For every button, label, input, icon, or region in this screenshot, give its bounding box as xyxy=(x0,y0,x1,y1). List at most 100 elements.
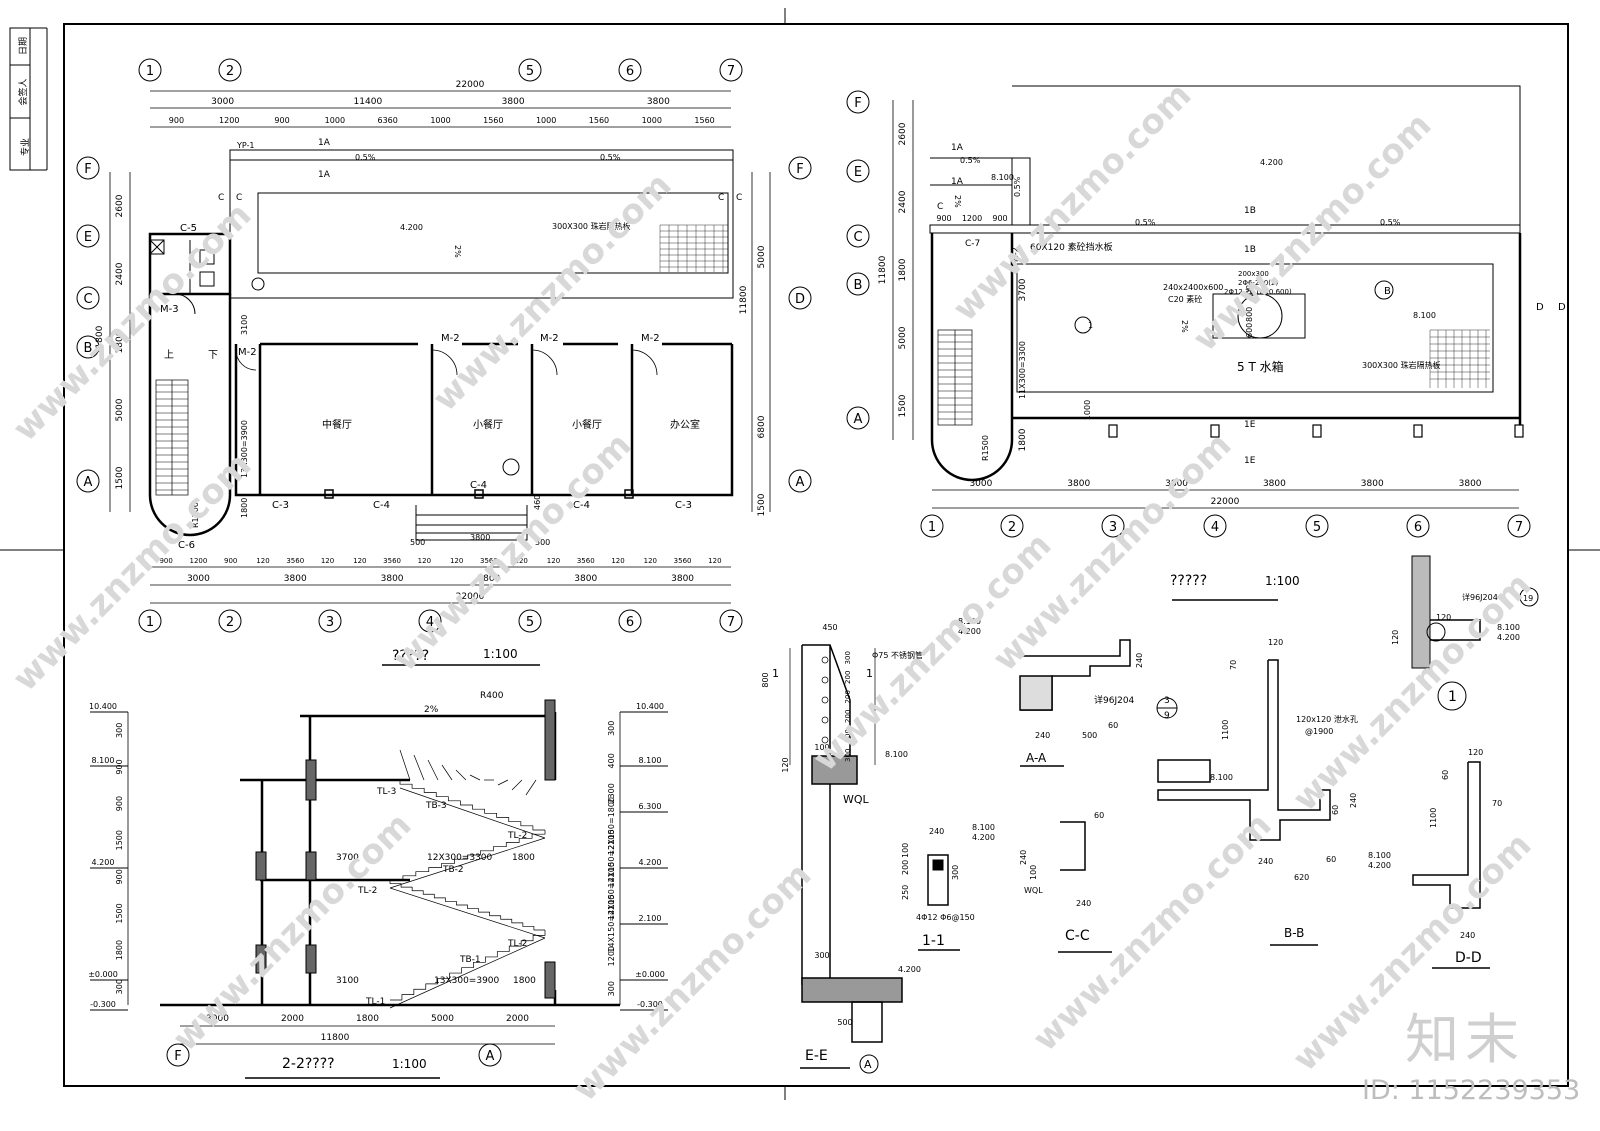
plan-note: C20 素砼 xyxy=(1168,294,1202,304)
detail-note: A xyxy=(864,1058,872,1071)
dim-text: 400 xyxy=(607,753,616,768)
dim-text: 1500 xyxy=(898,394,908,417)
stair-hatch xyxy=(413,754,425,781)
grid-axis-bubble xyxy=(166,1043,190,1067)
slope-note: 0.5% xyxy=(600,153,621,162)
detail-note: 3 xyxy=(1164,696,1170,706)
detail-note: 4.200 xyxy=(972,833,995,842)
detail-note: 8.100 xyxy=(972,823,995,832)
dim-text: 120 xyxy=(611,557,624,565)
dim-text: 120 xyxy=(644,557,657,565)
dim-text: 1200 xyxy=(219,116,239,125)
section-mark: 1A xyxy=(318,170,331,180)
image-id: ID: 1152239353 xyxy=(1362,1075,1581,1106)
dim-text: 3800 xyxy=(381,574,404,584)
section-label: TL-1 xyxy=(365,997,385,1007)
dim-text: 900 xyxy=(159,557,172,565)
dim-text: 120 xyxy=(708,557,721,565)
sheet-border xyxy=(63,23,1569,1087)
grid-axis-label: A xyxy=(796,475,805,490)
section-caption: 2-2???? xyxy=(282,1056,335,1072)
grid-axis-bubble xyxy=(478,1043,502,1067)
watermark-text: www.znzmo.com xyxy=(385,425,639,679)
dim-text: 1800 xyxy=(356,1014,379,1024)
window-label: C-7 xyxy=(965,239,980,249)
detail-note: 4.200 xyxy=(1368,861,1391,870)
watermark-text: www.znzmo.com xyxy=(945,75,1199,329)
dim-text: 900 xyxy=(115,759,124,774)
slope-note: 0.5% xyxy=(960,156,981,165)
dim-text: 3560 xyxy=(674,557,692,565)
detail-note: 8.100 xyxy=(1210,773,1233,782)
dim-text: 3800 xyxy=(1067,479,1090,489)
detail-dim: 240 xyxy=(1135,653,1144,668)
grid-axis-bubble xyxy=(76,335,100,359)
dim-text: 2000 xyxy=(506,1014,529,1024)
dim-text: 2600 xyxy=(898,122,908,145)
grid-axis-label: F xyxy=(174,1049,181,1064)
grid-axis-bubble xyxy=(1101,514,1125,538)
grid-axis-label: E xyxy=(854,165,862,180)
stair-hatch xyxy=(399,749,411,781)
dim-text: 12X150=1800 xyxy=(607,797,616,855)
detail-note: 4.200 xyxy=(958,627,981,636)
detail-c-c: 8.100 4.200 60 240 100 WQL 240 C-C xyxy=(972,811,1112,953)
dim-note: 500 xyxy=(410,538,425,547)
detail-dim: 70 xyxy=(1492,799,1502,808)
dim-text: 3800 xyxy=(574,574,597,584)
detail-a-a: 8.100 4.200 240 240 500 60 详96J204 3 9 A… xyxy=(958,617,1178,767)
section-label: 12X300=3300 xyxy=(427,853,493,863)
dim-text: 11800 xyxy=(95,325,105,354)
detail-dim: 60 xyxy=(1326,855,1336,864)
detail-note: 8.100 xyxy=(885,750,908,759)
window-label: C-3 xyxy=(675,500,692,511)
stair-slab xyxy=(389,937,546,1009)
section-mark: 1A xyxy=(951,177,964,187)
detail-note: 1 xyxy=(772,667,779,680)
grid-axis-bubble xyxy=(518,609,542,633)
section-label: TL-2 xyxy=(357,886,377,896)
dim-text: 300 xyxy=(607,721,616,736)
insulation-note: 300X300 珠岩隔热板 xyxy=(1362,360,1441,370)
grid-axis-label: A xyxy=(486,1049,495,1064)
section-scale: 1:100 xyxy=(392,1057,427,1071)
section-mark: 1A xyxy=(951,143,964,153)
grid-axis-label: 5 xyxy=(526,64,534,79)
section-label: 13X300=3900 xyxy=(434,976,500,986)
dim-text: 120 xyxy=(321,557,334,565)
section-label: TL-2 xyxy=(507,939,527,949)
dim-text: 1000 xyxy=(430,116,450,125)
grid-axis-bubble xyxy=(846,159,870,183)
detail-1: 详96J204 19 120 8.100 4.200 120 1 xyxy=(1391,555,1539,711)
tank-label: 5 T 水箱 xyxy=(1237,359,1284,374)
dim-text: 11X300=3300 xyxy=(1018,341,1027,399)
window-label: C-3 xyxy=(272,500,289,511)
dim-text: 14X150=2100 xyxy=(607,830,616,888)
dim-text: 1500 xyxy=(757,493,767,516)
detail-dim: 120 xyxy=(1436,613,1451,622)
section-mark: C xyxy=(718,193,724,203)
elevation-note: 8.100 xyxy=(991,173,1014,182)
detail-number: 1 xyxy=(1448,689,1457,705)
grid-axis-label: A xyxy=(84,475,93,490)
dim-text: 22000 xyxy=(456,592,485,602)
grid-axis-label: 4 xyxy=(1211,520,1219,535)
elevation-note: 8.100 xyxy=(1413,311,1436,320)
detail-note: 4.200 xyxy=(898,965,921,974)
watermark-text: www.znzmo.com xyxy=(425,165,679,419)
dim-text: 3800 xyxy=(1459,479,1482,489)
detail-note: 8.100 xyxy=(1368,851,1391,860)
elevation-text: 4.200 xyxy=(92,858,115,867)
grid-axis-label: 3 xyxy=(326,615,334,630)
grid-axis-label: F xyxy=(796,162,803,177)
dim-text: 2600 xyxy=(115,194,125,217)
section-mark: C xyxy=(218,193,224,203)
detail-dim: 300 xyxy=(951,865,960,880)
detail-dim: 240 xyxy=(1019,850,1028,865)
grid-axis-label: 2 xyxy=(1008,520,1016,535)
dim-text: 1800 xyxy=(115,330,125,353)
detail-dim: 120 xyxy=(1468,748,1483,757)
grid-axis-label: 1 xyxy=(146,615,154,630)
